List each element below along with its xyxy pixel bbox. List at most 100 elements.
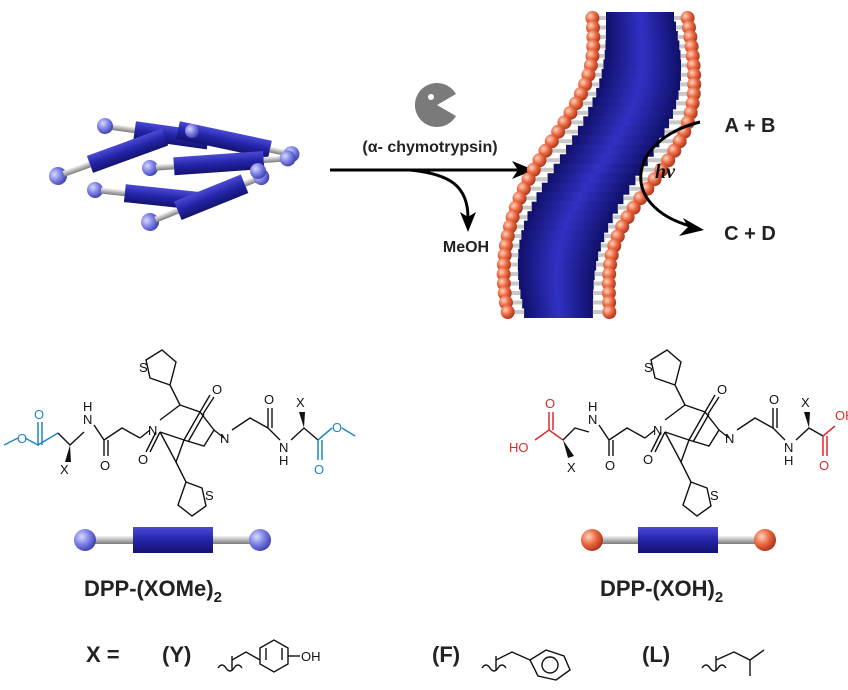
atom-h: H xyxy=(588,399,597,414)
atom-n: N xyxy=(83,412,92,427)
atom-o: O xyxy=(264,392,274,407)
atom-n: N xyxy=(725,431,734,446)
helix-rung xyxy=(518,249,599,262)
helix-rung xyxy=(524,306,593,318)
legend-code-f: (F) xyxy=(432,642,460,667)
helix-rung xyxy=(531,201,618,214)
helix-rung xyxy=(559,154,648,167)
atom-o: O xyxy=(605,458,615,473)
leucine-sidechain xyxy=(701,649,765,676)
atom-n: N xyxy=(588,412,597,427)
helix-rung xyxy=(604,49,681,62)
helix-sphere xyxy=(500,305,515,319)
acid-rod-model xyxy=(581,527,776,553)
stacked-aggregate xyxy=(49,118,300,231)
dpp-acid-structure: HO O X N H O N O O N S S O N H X O OH xyxy=(509,349,848,517)
helix-rung xyxy=(599,78,681,91)
helix-rung xyxy=(566,144,654,157)
atom-o: O xyxy=(545,396,555,411)
helix-rung xyxy=(519,277,594,290)
atom-n: N xyxy=(653,423,662,438)
helix-rung xyxy=(520,287,594,300)
ester-rod-model xyxy=(74,527,271,553)
atom-h: H xyxy=(83,399,92,414)
acid-name: DPP-(XOH)2 xyxy=(600,576,723,606)
atom-o: O xyxy=(314,462,324,477)
helix-rung xyxy=(518,268,595,281)
dpp-rod xyxy=(49,128,169,185)
atom-o: O xyxy=(100,458,110,473)
helix-rung xyxy=(521,230,605,243)
helical-fibre xyxy=(496,11,702,319)
atom-o: O xyxy=(34,407,44,422)
helix-rung xyxy=(519,239,601,252)
atom-o: O xyxy=(17,431,27,446)
atom-ho: HO xyxy=(509,440,529,455)
ester-subscript: 2 xyxy=(214,589,222,606)
helix-rung xyxy=(592,97,677,110)
pacman-icon xyxy=(414,83,456,128)
helix-rung xyxy=(547,173,636,186)
atom-n: N xyxy=(148,423,157,438)
helix-rung xyxy=(588,106,673,119)
helix-sphere xyxy=(647,172,662,187)
reactants-label: A + B xyxy=(725,115,776,137)
atom-o: O xyxy=(332,420,342,435)
helix-rung xyxy=(605,30,678,43)
legend-code-y: (Y) xyxy=(162,642,191,667)
substituent-legend: X = (Y) (F) (L) OH xyxy=(86,639,765,681)
helix-rung xyxy=(541,182,630,195)
atom-n: N xyxy=(220,431,229,446)
enzyme-label: (α- chymotrypsin) xyxy=(362,139,497,156)
helix-rung xyxy=(524,220,609,233)
photoreaction-arrow xyxy=(639,120,704,236)
atom-x: X xyxy=(60,462,69,477)
legend-prefix: X = xyxy=(86,642,120,667)
helix-rung xyxy=(601,68,681,81)
helix-rung xyxy=(577,125,665,138)
atom-s: S xyxy=(710,488,719,503)
methanol-label: MeOH xyxy=(443,239,489,256)
acid-subscript: 2 xyxy=(715,589,723,606)
atom-o: O xyxy=(769,392,779,407)
dpp-ester-structure: O O X N H O N O O N S S O N H X xyxy=(3,349,356,517)
atom-o: O xyxy=(212,382,222,397)
atom-x: X xyxy=(567,460,576,475)
atom-n: N xyxy=(784,440,793,455)
atom-n: N xyxy=(279,440,288,455)
atom-oh: OH xyxy=(301,649,321,664)
helix-rung xyxy=(605,21,676,34)
helix-rung xyxy=(606,12,674,24)
helix-rung xyxy=(536,192,624,205)
atom-o: O xyxy=(717,382,727,397)
helix-rung xyxy=(527,211,613,224)
legend-code-l: (L) xyxy=(642,642,670,667)
atom-s: S xyxy=(644,360,653,375)
photon-label: hν xyxy=(655,161,676,183)
atom-o: O xyxy=(138,452,148,467)
helix-rung xyxy=(596,87,679,100)
atom-x: X xyxy=(801,395,810,410)
atom-o: O xyxy=(819,458,829,473)
atom-s: S xyxy=(205,488,214,503)
phenylalanine-sidechain xyxy=(481,649,571,681)
dpp-rod xyxy=(97,118,210,150)
helix-rung xyxy=(553,163,642,176)
helix-rung xyxy=(522,296,593,309)
atom-o: O xyxy=(643,452,653,467)
helix-rung xyxy=(517,258,597,271)
helix-rung xyxy=(605,40,680,53)
atom-x: X xyxy=(296,395,305,410)
atom-s: S xyxy=(139,360,148,375)
atom-oh: OH xyxy=(835,408,848,423)
helix-rung xyxy=(583,116,670,129)
products-label: C + D xyxy=(724,223,776,245)
ester-name: DPP-(XOMe)2 xyxy=(84,576,222,606)
tyrosine-sidechain: OH xyxy=(217,639,321,673)
helix-rung xyxy=(603,59,682,72)
dpp-rod xyxy=(142,150,296,176)
helix-rung xyxy=(572,135,660,148)
reaction-arrow xyxy=(330,161,534,232)
atom-h: H xyxy=(784,453,793,468)
